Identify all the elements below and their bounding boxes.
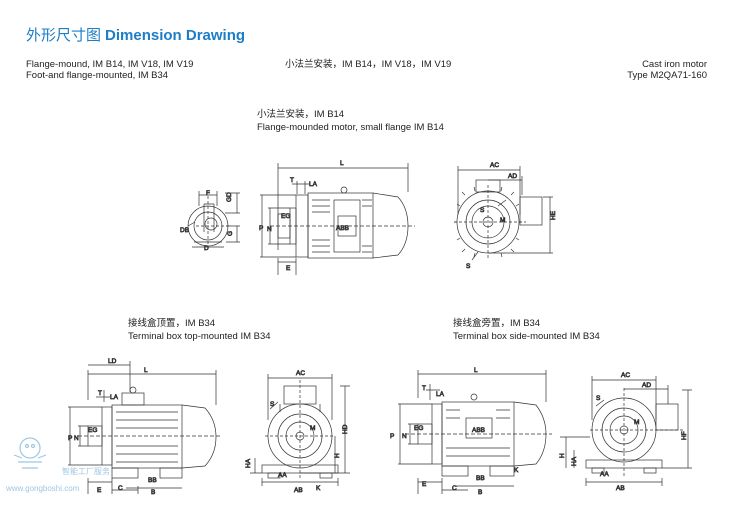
dim-label-EG-left: EG <box>88 427 97 434</box>
dim-label-K-left: K <box>316 485 321 492</box>
dim-label-AD-right: AD <box>642 382 651 389</box>
dim-label-AC-left: AC <box>296 370 305 377</box>
dim-label-LA-top: LA <box>309 181 318 188</box>
dim-label-HA-left: HA <box>245 458 252 468</box>
dim-label-T-left: T <box>98 390 102 397</box>
dim-label-AD-top: AD <box>508 173 517 180</box>
title-en: Dimension Drawing <box>105 27 246 44</box>
right-caption: 接线盒旁置，IM B34 Terminal box side-mounted I… <box>453 317 600 343</box>
left-caption-en: Terminal box top-mounted IM B34 <box>128 331 271 342</box>
dim-label-E-left: E <box>97 487 102 494</box>
b34-side-mounted-side-view <box>398 370 552 494</box>
dim-label-AB-left: AB <box>294 487 303 494</box>
dim-label-E-right: E <box>422 481 427 488</box>
dim-label-B-left: B <box>151 489 155 496</box>
dim-label-K-right: K <box>514 467 519 474</box>
shaft-end-view <box>187 191 240 250</box>
header-left-line2: Foot-and flange-mounted, IM B34 <box>26 70 169 81</box>
dim-label-AA-right: AA <box>600 471 609 478</box>
b34-top-mounted-side-view <box>68 361 222 494</box>
dim-label-M-right: M <box>634 419 639 426</box>
dim-label-L-top: L <box>340 160 344 167</box>
dim-label-N-top: N <box>267 226 272 233</box>
dim-label-P-right: P <box>390 433 394 440</box>
dim-label-C-left: C <box>118 485 123 492</box>
dim-label-HE-top: HE <box>550 210 557 220</box>
watermark-cn: 智能工厂服务 <box>62 467 110 476</box>
dim-label-LD-left: LD <box>108 358 117 365</box>
dim-label-B-right: B <box>478 489 482 496</box>
dim-label-H-left: H <box>334 453 341 458</box>
dim-label-HD-left: HD <box>342 424 349 434</box>
watermark-logo <box>13 437 47 469</box>
top-caption-cn: 小法兰安装，IM B14 <box>257 109 345 120</box>
top-caption: 小法兰安装，IM B14 Flange-mounded motor, small… <box>257 108 444 134</box>
dim-label-P-top: P <box>259 225 263 232</box>
dim-label-BB-right: BB <box>476 475 485 482</box>
dim-label-P-left: P <box>68 435 72 442</box>
dim-label-HF-right: HF <box>681 431 688 440</box>
right-caption-cn: 接线盒旁置，IM B34 <box>453 318 541 329</box>
b34-top-mounted-end-view <box>250 374 350 486</box>
dim-label-T-right: T <box>422 385 426 392</box>
dim-label-D: D <box>204 245 209 252</box>
top-caption-en: Flange-mounded motor, small flange IM B1… <box>257 122 444 133</box>
dim-label-HA-right: HA <box>571 456 578 466</box>
header-left: Flange-mound, IM B14, IM V18, IM V19 Foo… <box>26 59 193 81</box>
dim-label-AC-top: AC <box>490 162 499 169</box>
dim-label-LA-left: LA <box>110 394 119 401</box>
brand-label-top: ABB <box>336 225 349 232</box>
dim-label-C-right: C <box>452 485 457 492</box>
header-middle: 小法兰安装，IM B14，IM V18，IM V19 <box>285 59 452 70</box>
dim-label-H-right: H <box>559 453 566 458</box>
flange-motor-end-view <box>454 166 553 261</box>
dim-label-G: G <box>227 231 234 236</box>
dim-label-N-left: N <box>74 435 79 442</box>
right-caption-en: Terminal box side-mounted IM B34 <box>453 331 600 342</box>
header-left-line1: Flange-mound, IM B14, IM V18, IM V19 <box>26 59 194 70</box>
header-right-line1: Cast iron motor <box>642 59 707 70</box>
dim-label-LA-right: LA <box>436 391 445 398</box>
dim-label-T-top: T <box>290 177 294 184</box>
dim-label-F: F <box>206 190 210 197</box>
dim-label-S2-top: S <box>466 263 471 270</box>
dim-label-E-top: E <box>286 265 291 272</box>
dim-label-EG-top: EG <box>281 213 290 220</box>
dim-label-L-right: L <box>474 367 478 374</box>
header-right: Cast iron motor Type M2QA71-160 <box>627 59 707 81</box>
dim-label-S-left: S <box>270 401 275 408</box>
dim-label-EG-right: EG <box>414 425 423 432</box>
left-caption-cn: 接线盒顶置，IM B34 <box>128 318 216 329</box>
dim-label-DB: DB <box>180 227 189 234</box>
dim-label-GD: GD <box>226 192 233 202</box>
dim-label-AC-right: AC <box>621 372 630 379</box>
dim-label-L-left: L <box>144 367 148 374</box>
header-right-line2: Type M2QA71-160 <box>627 70 707 81</box>
dim-label-BB-left: BB <box>148 477 157 484</box>
dim-label-M-top: M <box>500 217 505 224</box>
dim-label-AA-left: AA <box>278 472 287 479</box>
brand-label-right: ABB <box>472 427 485 434</box>
dim-label-S-right: S <box>596 395 601 402</box>
dim-label-N-right: N <box>402 433 407 440</box>
dim-label-S-top: S <box>480 207 485 214</box>
dim-label-M-left: M <box>310 425 315 432</box>
flange-motor-side-view <box>260 163 415 275</box>
watermark-url: www.gongboshi.com <box>6 484 80 493</box>
b34-side-mounted-end-view <box>560 376 692 486</box>
dim-label-AB-right: AB <box>616 485 625 492</box>
title-cn: 外形尺寸图 <box>26 27 102 44</box>
left-caption: 接线盒顶置，IM B34 Terminal box top-mounted IM… <box>128 317 271 343</box>
